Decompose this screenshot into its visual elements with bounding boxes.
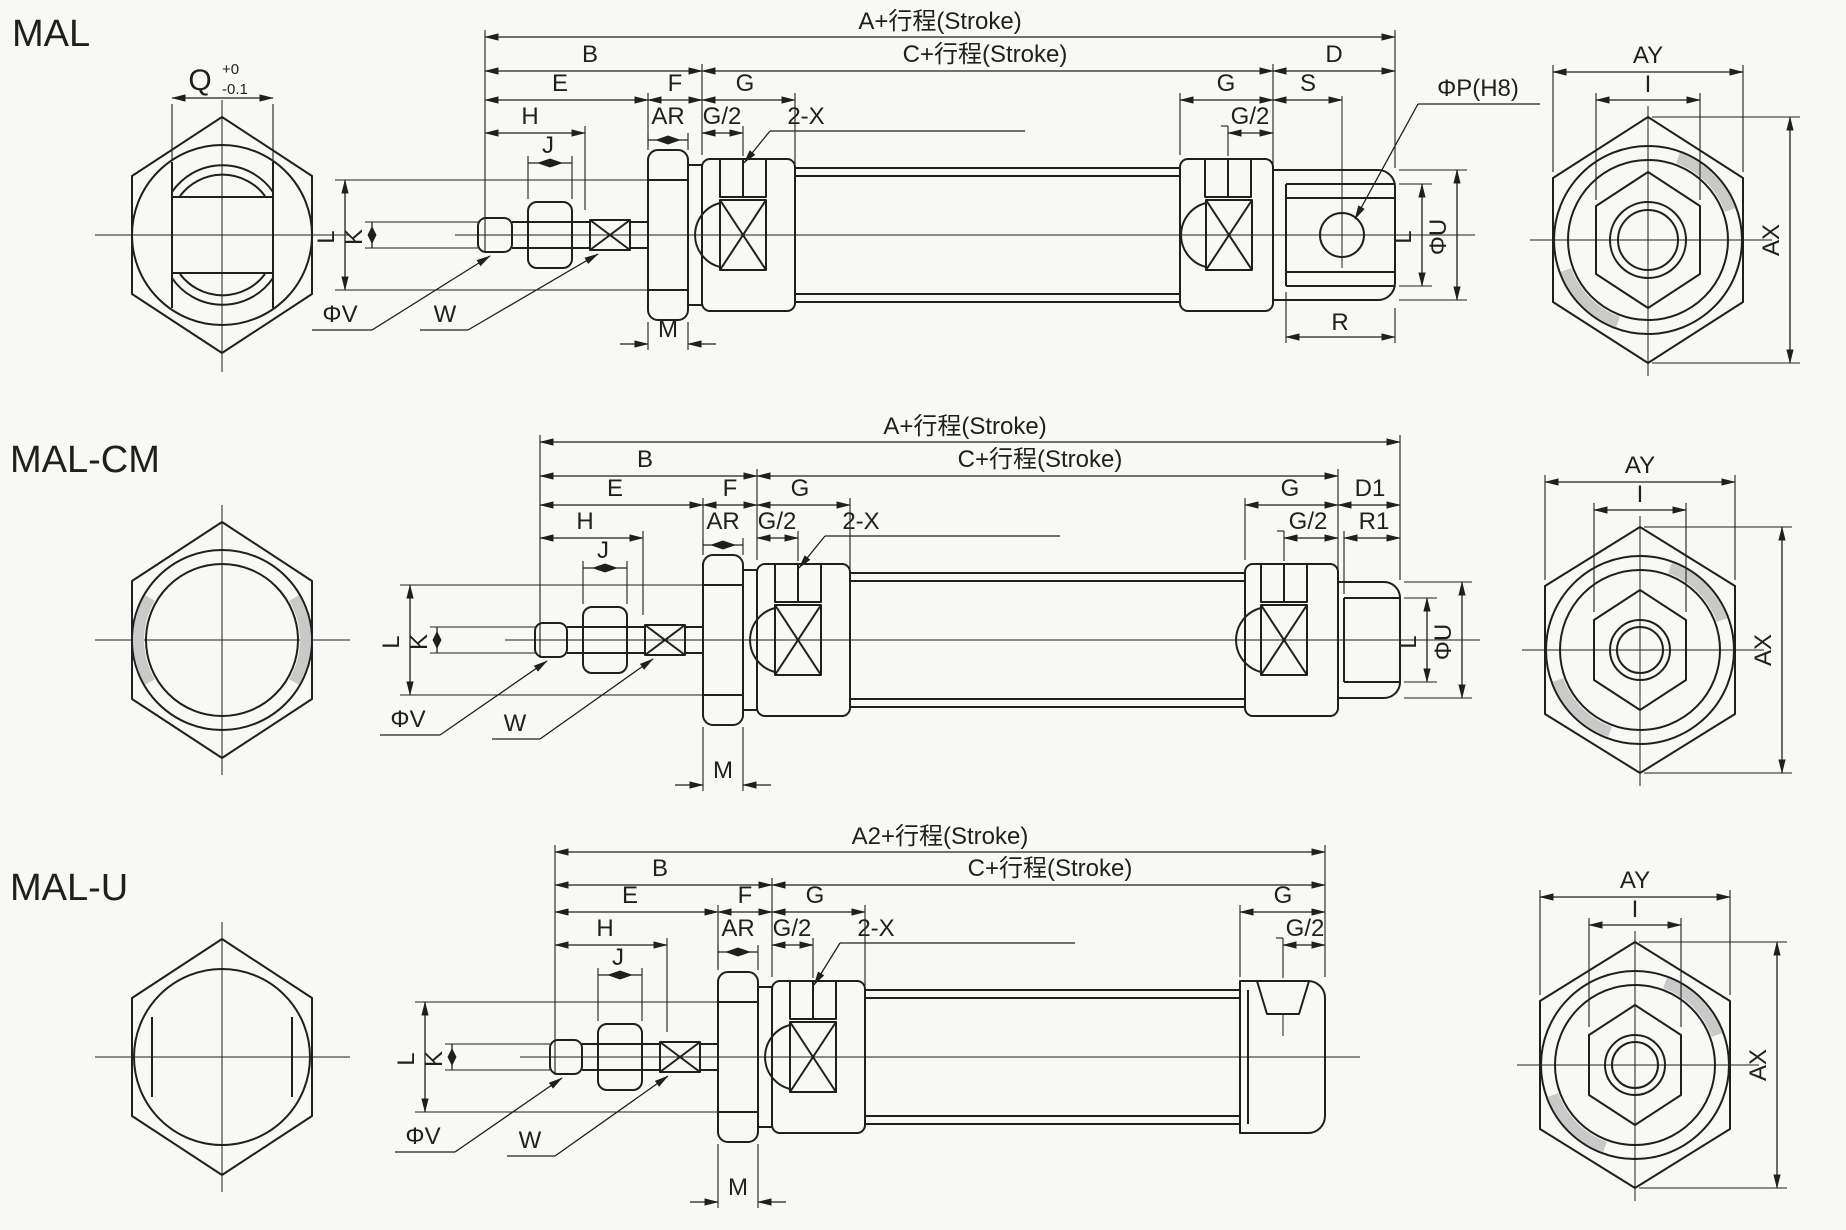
dim-label-w: W xyxy=(519,1127,542,1154)
dim-label-g2-front: G/2 xyxy=(773,915,812,942)
dim-label-phi-v: ΦV xyxy=(405,1123,440,1150)
section-mal-u: MAL-U A2+ xyxy=(10,823,1787,1208)
dim-label-ax: AX xyxy=(1758,224,1785,256)
mal-u-right-end-view: AY I AX xyxy=(1517,867,1787,1201)
dim-label-g-rear: G xyxy=(1281,475,1300,502)
dim-label-l-left: L xyxy=(393,1052,420,1065)
dim-label-j: J xyxy=(542,132,554,159)
mal-u-side-view xyxy=(520,971,1360,1143)
dim-label-w: W xyxy=(434,301,457,328)
dim-label-i: I xyxy=(1632,896,1639,923)
dim-label-e: E xyxy=(607,475,623,502)
mal-right-end-view: AY I AX xyxy=(1530,42,1800,376)
dim-label-g-front: G xyxy=(791,475,810,502)
dim-label-j: J xyxy=(612,944,624,971)
dim-label-ay: AY xyxy=(1620,867,1650,894)
dim-label-q-lower-tol: -0.1 xyxy=(222,81,248,98)
dim-label-g2-front: G/2 xyxy=(758,508,797,535)
dim-label-c-stroke: C+行程(Stroke) xyxy=(958,446,1123,473)
dim-label-r1: R1 xyxy=(1359,508,1390,535)
mal-cm-left-end-view xyxy=(95,505,350,775)
dim-label-2x: 2-X xyxy=(842,508,879,535)
dim-label-g2-front: G/2 xyxy=(703,103,742,130)
dim-label-ax: AX xyxy=(1745,1049,1772,1081)
section-title: MAL-CM xyxy=(10,439,160,481)
dim-label-q: Q xyxy=(188,64,211,97)
dim-label-g-rear: G xyxy=(1217,70,1236,97)
dim-label-g2-rear: G/2 xyxy=(1231,103,1270,130)
dim-label-g-rear: G xyxy=(1274,882,1293,909)
dim-label-e: E xyxy=(622,882,638,909)
section-title: MAL-U xyxy=(10,867,128,909)
dim-label-a-stroke: A2+行程(Stroke) xyxy=(852,823,1029,850)
dim-label-d: D xyxy=(1325,41,1342,68)
dim-label-ar: AR xyxy=(706,508,739,535)
mal-u-side-view-dimensions: A2+行程(Stroke) B C+行程(Stroke) E F G G H A… xyxy=(393,823,1326,1208)
dim-label-q-upper-tol: +0 xyxy=(222,61,239,78)
dim-label-ay: AY xyxy=(1625,452,1655,479)
dim-label-phi-u: ΦU xyxy=(1430,624,1457,660)
dim-label-h: H xyxy=(576,508,593,535)
dim-label-phi-v: ΦV xyxy=(390,706,425,733)
dim-label-f: F xyxy=(723,475,738,502)
dim-label-e: E xyxy=(552,70,568,97)
mal-side-view-dimensions: A+行程(Stroke) B C+行程(Stroke) D E F G G S … xyxy=(312,8,1540,350)
mal-cm-side-view xyxy=(505,554,1480,726)
dim-label-l-right: L xyxy=(1390,230,1417,243)
dim-label-m: M xyxy=(728,1174,748,1201)
dim-label-l-right: L xyxy=(1395,635,1422,648)
dim-label-w: W xyxy=(504,710,527,737)
section-mal-cm: MAL-CM xyxy=(10,413,1792,791)
dim-label-2x: 2-X xyxy=(787,103,824,130)
dim-label-g2-rear: G/2 xyxy=(1289,508,1328,535)
dim-label-g-front: G xyxy=(806,882,825,909)
dim-label-l-left: L xyxy=(378,635,405,648)
dim-label-d1: D1 xyxy=(1355,475,1386,502)
dim-label-i: I xyxy=(1637,481,1644,508)
dim-label-phi-u: ΦU xyxy=(1425,219,1452,255)
dim-label-b: B xyxy=(652,855,668,882)
mal-cm-right-end-view: AY I AX xyxy=(1522,452,1792,786)
dim-label-ay: AY xyxy=(1633,42,1663,69)
dim-label-c-stroke: C+行程(Stroke) xyxy=(903,41,1068,68)
dim-label-a-stroke: A+行程(Stroke) xyxy=(883,413,1046,440)
section-mal: MAL Q +0 -0.1 xyxy=(12,8,1800,376)
mal-left-end-view: Q +0 -0.1 xyxy=(95,61,350,372)
dim-label-s: S xyxy=(1300,70,1316,97)
section-title: MAL xyxy=(12,13,90,55)
dim-label-2x: 2-X xyxy=(857,915,894,942)
dim-label-ar: AR xyxy=(721,915,754,942)
dim-label-b: B xyxy=(637,446,653,473)
dim-label-f: F xyxy=(668,70,683,97)
dim-label-g2-rear: G/2 xyxy=(1286,915,1325,942)
dim-label-ar: AR xyxy=(651,103,684,130)
dim-label-phi-v: ΦV xyxy=(322,301,357,328)
dim-label-c-stroke: C+行程(Stroke) xyxy=(968,855,1133,882)
dim-label-r: R xyxy=(1331,309,1348,336)
dim-label-h: H xyxy=(596,915,613,942)
mal-u-left-end-view xyxy=(95,922,350,1192)
dim-label-i: I xyxy=(1645,71,1652,98)
dim-label-g-front: G xyxy=(736,70,755,97)
dim-label-l-left: L xyxy=(313,230,340,243)
dim-label-h: H xyxy=(521,103,538,130)
dim-label-f: F xyxy=(738,882,753,909)
dim-label-j: J xyxy=(597,537,609,564)
dim-label-b: B xyxy=(582,41,598,68)
mal-cm-side-view-dimensions: A+行程(Stroke) B C+行程(Stroke) E F G G D1 H… xyxy=(378,413,1472,791)
dim-label-a-stroke: A+行程(Stroke) xyxy=(858,8,1021,35)
dim-label-m: M xyxy=(658,316,678,343)
mal-side-view xyxy=(455,96,1475,321)
dim-label-m: M xyxy=(713,757,733,784)
dim-label-ax: AX xyxy=(1750,634,1777,666)
dim-label-phi-p: ΦP(H8) xyxy=(1437,75,1519,102)
